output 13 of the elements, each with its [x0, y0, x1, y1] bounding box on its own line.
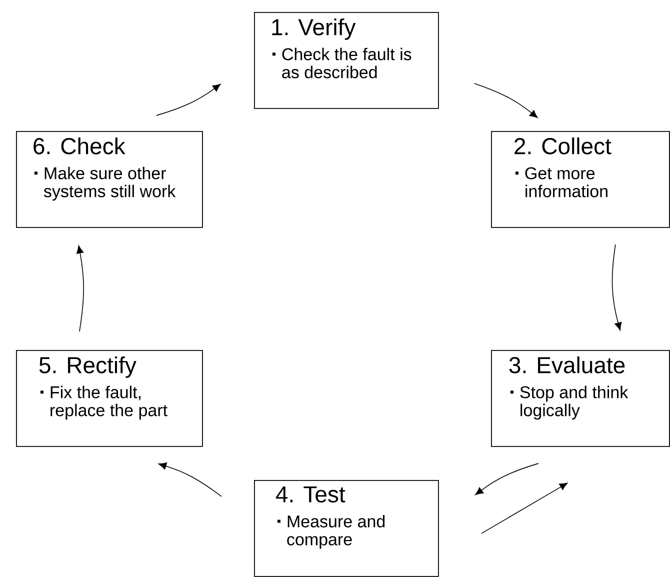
arrow [481, 482, 568, 534]
step-box: 1. Verify Check the fault is as described [254, 12, 439, 109]
arrow [156, 84, 221, 116]
arrow [474, 83, 538, 118]
arrow [612, 244, 622, 330]
arrow [158, 462, 222, 497]
step-box: 2. Collect Get more information [491, 131, 670, 228]
step-box: 3. Evaluate Stop and think logically [491, 350, 670, 447]
arrow [76, 245, 84, 332]
step-box: 4. Test Measure and compare [254, 480, 439, 577]
step-box: 6. Check Make sure other systems still work [16, 131, 203, 228]
step-box: 5. Rectify Fix the fault, replace the part [16, 350, 203, 447]
arrow [475, 463, 539, 495]
